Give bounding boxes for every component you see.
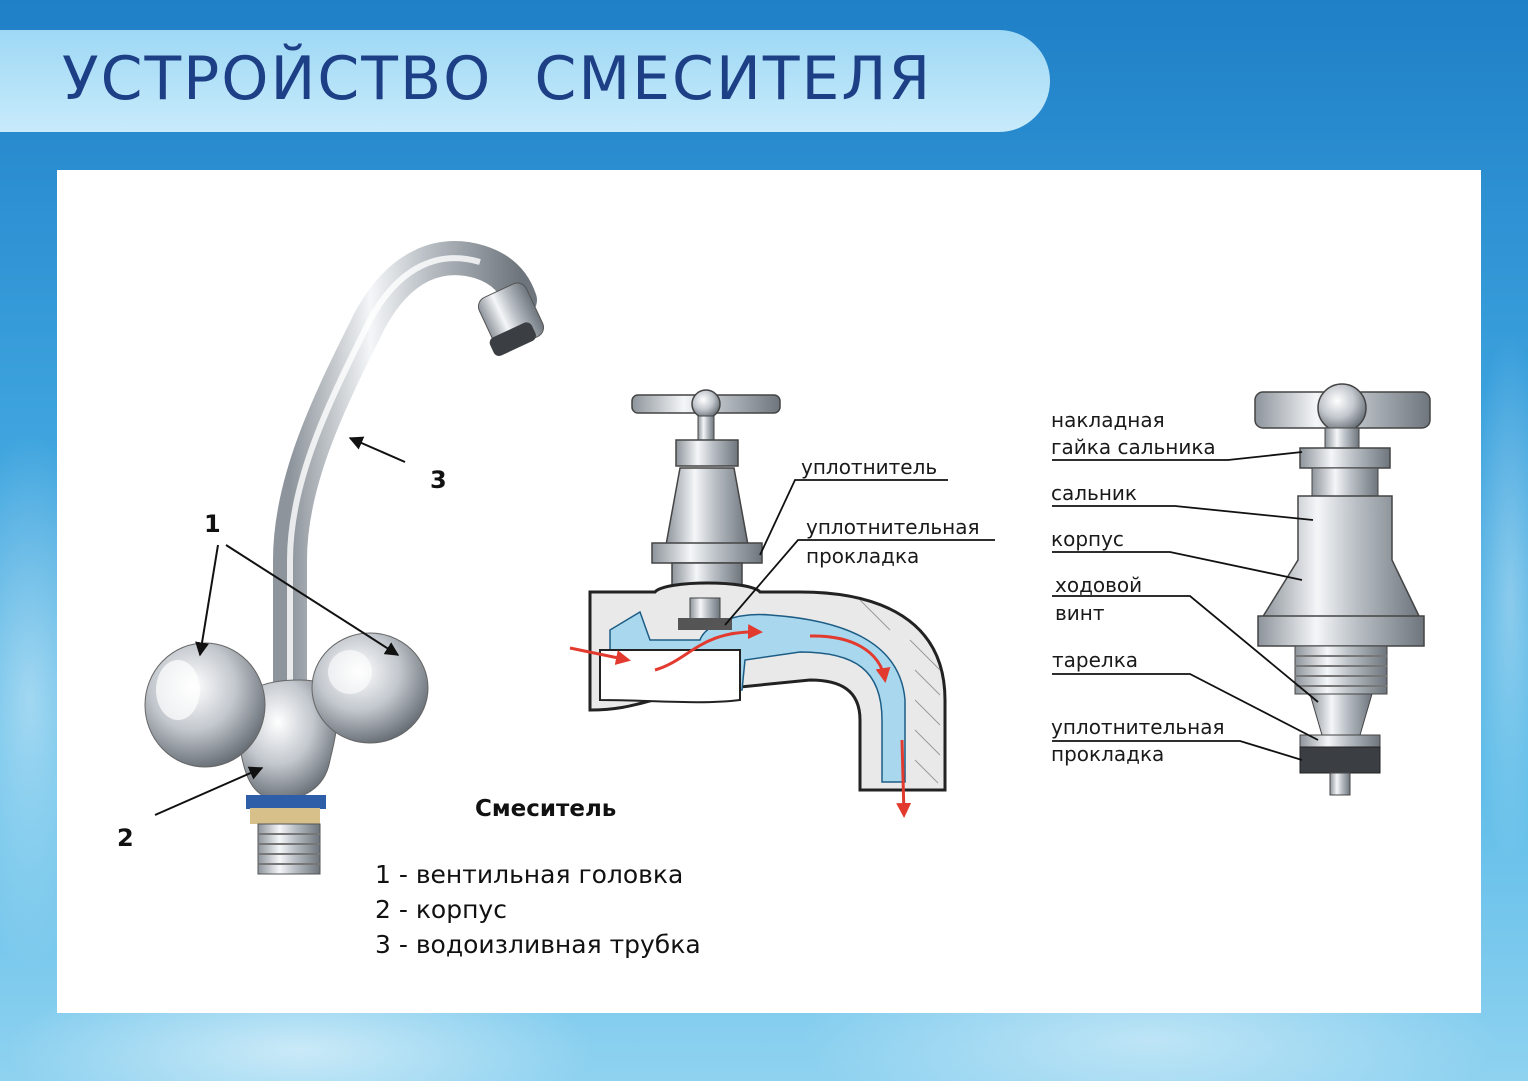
label-plate: тарелка — [1052, 648, 1139, 672]
title-banner — [0, 30, 1050, 132]
mixer-illustration — [144, 241, 545, 875]
label-gland-nut-line1: накладная — [1051, 408, 1165, 432]
label-valve-gasket-line2: прокладка — [1051, 742, 1165, 766]
label-number-3: 3 — [430, 466, 447, 494]
label-spindle-line1: ходовой — [1055, 573, 1143, 597]
legend-item-3: 3 - водоизливная трубка — [375, 930, 701, 959]
label-valve-gasket-line1: уплотнительная — [1051, 715, 1225, 739]
label-seal: уплотнитель — [801, 455, 938, 479]
valve-exploded — [1254, 383, 1431, 796]
page-title: УСТРОЙСТВО СМЕСИТЕЛЯ — [62, 44, 933, 114]
label-gasket-line1: уплотнительная — [806, 515, 980, 539]
mixer-pointers — [154, 436, 406, 816]
section-pointers — [724, 479, 995, 626]
legend-item-2: 2 - корпус — [375, 895, 507, 924]
valve-cross-section — [569, 389, 947, 818]
label-spindle-line2: винт — [1055, 601, 1105, 625]
label-gland: сальник — [1051, 481, 1137, 505]
label-number-1: 1 — [204, 510, 221, 538]
mixer-legend: 1 - вентильная головка 2 - корпус 3 - во… — [375, 857, 701, 962]
label-gasket-line2: прокладка — [806, 544, 920, 568]
label-gland-nut-line2: гайка сальника — [1051, 435, 1216, 459]
mixer-caption: Смеситель — [475, 796, 617, 822]
label-number-2: 2 — [117, 824, 134, 852]
label-body: корпус — [1051, 527, 1124, 551]
valve-pointers — [1052, 451, 1319, 761]
legend-item-1: 1 - вентильная головка — [375, 860, 684, 889]
